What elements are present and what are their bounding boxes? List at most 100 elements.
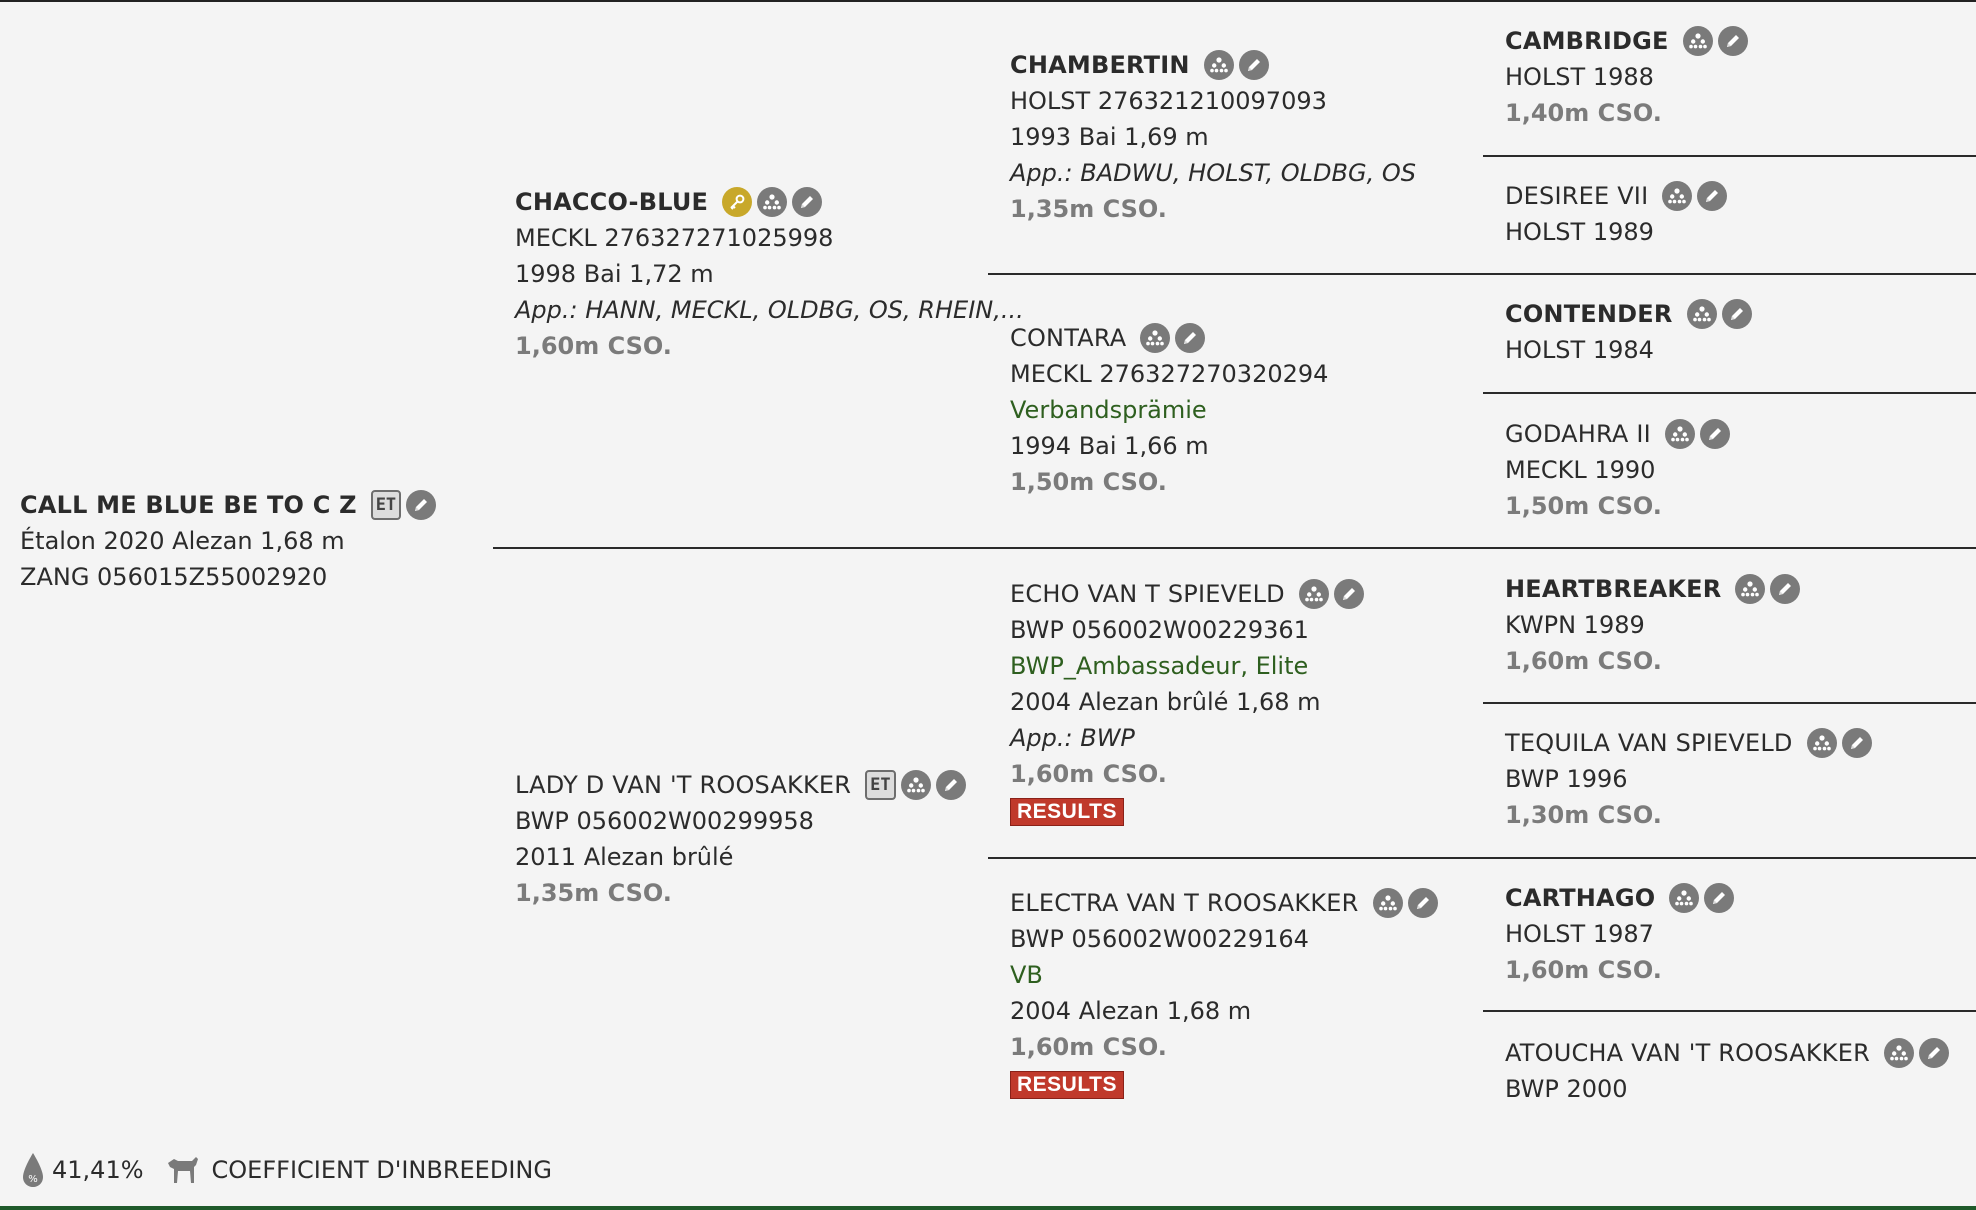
subject-registration: ZANG 056015Z55002920 xyxy=(20,563,328,591)
contara-info: 1994 Bai 1,66 m xyxy=(1010,432,1209,460)
contender-name[interactable]: CONTENDER xyxy=(1505,300,1673,328)
cambridge-horse: CAMBRIDGE HOLST 1988 1,40m CSO. xyxy=(1505,23,1748,131)
horse-icon xyxy=(164,1153,200,1187)
godahra-info: MECKL 1990 xyxy=(1505,456,1656,484)
et-badge: ET xyxy=(865,770,896,800)
sire-info: 1998 Bai 1,72 m xyxy=(515,260,714,288)
tequila-horse: TEQUILA VAN SPIEVELD BWP 1996 1,30m CSO. xyxy=(1505,725,1872,833)
pedigree-tree-icon[interactable] xyxy=(1372,888,1403,918)
edit-icon[interactable] xyxy=(1721,299,1752,329)
carthago-horse: CARTHAGO HOLST 1987 1,60m CSO. xyxy=(1505,880,1735,988)
pedigree-tree-icon[interactable] xyxy=(1662,181,1693,211)
contara-horse: CONTARA MECKL 276327270320294 Verbandspr… xyxy=(1010,320,1328,500)
pedigree-tree-icon[interactable] xyxy=(1735,574,1766,604)
pedigree-tree-icon[interactable] xyxy=(1682,26,1713,56)
edit-icon[interactable] xyxy=(1175,323,1206,353)
dam-cso: 1,35m CSO. xyxy=(515,879,672,907)
echo-award: BWP_Ambassadeur, Elite xyxy=(1010,652,1309,680)
atoucha-horse: ATOUCHA VAN 'T ROOSAKKER BWP 2000 xyxy=(1505,1035,1949,1107)
edit-icon[interactable] xyxy=(1333,579,1364,609)
inbreeding-percentage: 41,41% xyxy=(52,1156,144,1184)
atoucha-name[interactable]: ATOUCHA VAN 'T ROOSAKKER xyxy=(1505,1039,1870,1067)
sire-registration: MECKL 276327271025998 xyxy=(515,224,834,252)
electra-cso: 1,60m CSO. xyxy=(1010,1033,1167,1061)
pedigree-tree-icon[interactable] xyxy=(1140,323,1171,353)
pedigree-tree-icon[interactable] xyxy=(1669,883,1700,913)
contara-award: Verbandsprämie xyxy=(1010,396,1207,424)
edit-icon[interactable] xyxy=(1407,888,1438,918)
electra-award: VB xyxy=(1010,961,1043,989)
chambertin-cso: 1,35m CSO. xyxy=(1010,195,1167,223)
separator-echo-electra xyxy=(988,857,1976,859)
cambridge-name[interactable]: CAMBRIDGE xyxy=(1505,27,1669,55)
carthago-info: HOLST 1987 xyxy=(1505,920,1654,948)
carthago-name[interactable]: CARTHAGO xyxy=(1505,884,1656,912)
electra-name[interactable]: ELECTRA VAN T ROOSAKKER xyxy=(1010,889,1359,917)
contender-horse: CONTENDER HOLST 1984 xyxy=(1505,296,1752,368)
sire-approvals: App.: HANN, MECKL, OLDBG, OS, RHEIN,... xyxy=(515,296,1024,324)
subject-name[interactable]: CALL ME BLUE BE TO C Z xyxy=(20,491,357,519)
contara-name[interactable]: CONTARA xyxy=(1010,324,1127,352)
tequila-cso: 1,30m CSO. xyxy=(1505,801,1662,829)
inbreeding-label[interactable]: COEFFICIENT D'INBREEDING xyxy=(211,1156,552,1184)
edit-icon[interactable] xyxy=(1717,26,1748,56)
godahra-name[interactable]: GODAHRA II xyxy=(1505,420,1651,448)
pedigree-tree-icon[interactable] xyxy=(1686,299,1717,329)
pedigree-tree-icon[interactable] xyxy=(1883,1038,1914,1068)
pedigree-tree-icon[interactable] xyxy=(1298,579,1329,609)
echo-registration: BWP 056002W00229361 xyxy=(1010,616,1309,644)
echo-cso: 1,60m CSO. xyxy=(1010,760,1167,788)
separator-cambridge-desiree xyxy=(1483,155,1976,157)
dam-info: 2011 Alezan brûlé xyxy=(515,843,734,871)
et-badge: ET xyxy=(370,490,402,520)
edit-icon[interactable] xyxy=(1697,181,1728,211)
carthago-cso: 1,60m CSO. xyxy=(1505,956,1662,984)
separator-carthago-atoucha xyxy=(1483,1010,1976,1012)
sire-name[interactable]: CHACCO-BLUE xyxy=(515,188,709,216)
edit-icon[interactable] xyxy=(1841,728,1872,758)
echo-name[interactable]: ECHO VAN T SPIEVELD xyxy=(1010,580,1285,608)
pedigree-tree-icon[interactable] xyxy=(1203,50,1234,80)
pedigree-tree-icon[interactable] xyxy=(757,187,788,217)
edit-icon[interactable] xyxy=(1704,883,1735,913)
cambridge-cso: 1,40m CSO. xyxy=(1505,99,1662,127)
results-button[interactable]: RESULTS xyxy=(1010,1071,1124,1099)
edit-icon[interactable] xyxy=(1918,1038,1949,1068)
chambertin-info: 1993 Bai 1,69 m xyxy=(1010,123,1209,151)
electra-registration: BWP 056002W00229164 xyxy=(1010,925,1309,953)
edit-icon[interactable] xyxy=(935,770,966,800)
tequila-name[interactable]: TEQUILA VAN SPIEVELD xyxy=(1505,729,1793,757)
dam-name[interactable]: LADY D VAN 'T ROOSAKKER xyxy=(515,771,852,799)
contara-registration: MECKL 276327270320294 xyxy=(1010,360,1329,388)
chambertin-name[interactable]: CHAMBERTIN xyxy=(1010,51,1190,79)
godahra-cso: 1,50m CSO. xyxy=(1505,492,1662,520)
echo-horse: ECHO VAN T SPIEVELD BWP 056002W00229361 … xyxy=(1010,576,1364,828)
edit-icon[interactable] xyxy=(792,187,823,217)
subject-info: Étalon 2020 Alezan 1,68 m xyxy=(20,527,345,555)
pedigree-tree-icon[interactable] xyxy=(900,770,931,800)
separator-sire-dam xyxy=(493,547,1976,549)
sire-cso: 1,60m CSO. xyxy=(515,332,672,360)
desiree-info: HOLST 1989 xyxy=(1505,218,1654,246)
blood-drop-icon: % xyxy=(20,1151,46,1189)
pedigree-tree-icon[interactable] xyxy=(1806,728,1837,758)
edit-icon[interactable] xyxy=(1699,419,1730,449)
electra-info: 2004 Alezan 1,68 m xyxy=(1010,997,1252,1025)
edit-icon[interactable] xyxy=(1238,50,1269,80)
chambertin-horse: CHAMBERTIN HOLST 276321210097093 1993 Ba… xyxy=(1010,47,1416,227)
desiree-name[interactable]: DESIREE VII xyxy=(1505,182,1649,210)
sire-horse: CHACCO-BLUE MECKL 276327271025998 1998 B… xyxy=(515,184,1024,364)
results-button[interactable]: RESULTS xyxy=(1010,798,1124,826)
godahra-horse: GODAHRA II MECKL 1990 1,50m CSO. xyxy=(1505,416,1730,524)
dam-horse: LADY D VAN 'T ROOSAKKER ET BWP 056002W00… xyxy=(515,767,966,911)
edit-icon[interactable] xyxy=(406,490,437,520)
edit-icon[interactable] xyxy=(1770,574,1801,604)
atoucha-info: BWP 2000 xyxy=(1505,1075,1628,1103)
pedigree-tree-icon[interactable] xyxy=(1664,419,1695,449)
cambridge-info: HOLST 1988 xyxy=(1505,63,1654,91)
subject-horse: CALL ME BLUE BE TO C Z ET Étalon 2020 Al… xyxy=(20,487,437,595)
key-icon[interactable] xyxy=(722,187,753,217)
heartbreaker-info: KWPN 1989 xyxy=(1505,611,1645,639)
heartbreaker-name[interactable]: HEARTBREAKER xyxy=(1505,575,1722,603)
inbreeding-footer: % 41,41% COEFFICIENT D'INBREEDING xyxy=(20,1150,552,1190)
